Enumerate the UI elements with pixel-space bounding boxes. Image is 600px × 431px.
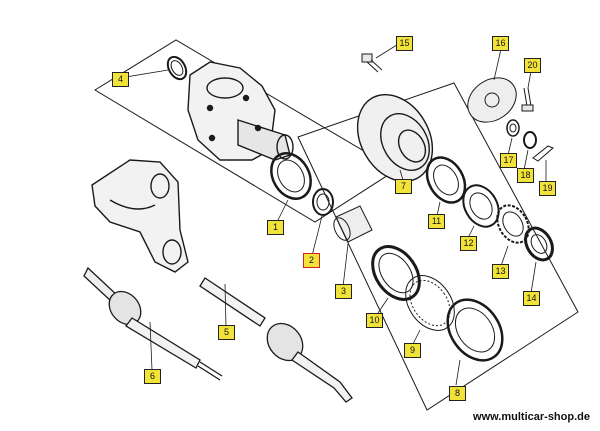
callout-8[interactable]: 8	[449, 386, 466, 401]
callout-18[interactable]: 18	[517, 168, 534, 183]
callout-3[interactable]: 3	[335, 284, 352, 299]
callout-10[interactable]: 10	[366, 313, 383, 328]
part-7-hub-flange	[356, 93, 434, 183]
callout-12[interactable]: 12	[460, 236, 477, 251]
part-15-bolt	[361, 53, 383, 73]
part-6-drive-shaft	[83, 266, 223, 381]
part-4-seal-ring	[166, 55, 188, 81]
callout-15[interactable]: 15	[396, 36, 413, 51]
callout-5[interactable]: 5	[218, 325, 235, 340]
part-17-small-washer	[506, 119, 520, 137]
upper-knuckle-housing	[187, 61, 294, 161]
part-16-drive-flange	[467, 77, 517, 123]
callout-17[interactable]: 17	[500, 153, 517, 168]
part-14-nut	[524, 226, 554, 262]
callout-2[interactable]: 2	[303, 253, 320, 268]
part-8-hub-ring	[446, 298, 504, 362]
website-footer: www.multicar-shop.de	[473, 411, 590, 423]
callout-9[interactable]: 9	[404, 343, 421, 358]
part-11-bearing-cup	[425, 156, 467, 204]
part-18-small-nut	[523, 131, 537, 149]
callout-13[interactable]: 13	[492, 264, 509, 279]
frame-right	[297, 82, 579, 411]
callout-16[interactable]: 16	[492, 36, 509, 51]
callout-7[interactable]: 7	[395, 179, 412, 194]
part-20-bolt	[521, 87, 534, 112]
part-3-bushing	[333, 205, 373, 243]
part-2-bearing	[312, 188, 334, 216]
part-5-drive-shaft	[199, 277, 353, 403]
part-1-race-ring	[270, 152, 312, 200]
callout-4[interactable]: 4	[112, 72, 129, 87]
callout-14[interactable]: 14	[523, 291, 540, 306]
callout-1[interactable]: 1	[267, 220, 284, 235]
callout-6[interactable]: 6	[144, 369, 161, 384]
part-10-large-seal	[371, 245, 421, 301]
part-19-cotter-pin	[532, 145, 554, 162]
part-12-washer	[462, 184, 500, 228]
callout-20[interactable]: 20	[524, 58, 541, 73]
callout-11[interactable]: 11	[428, 214, 445, 229]
callout-19[interactable]: 19	[539, 181, 556, 196]
lower-knuckle-housing	[91, 159, 189, 273]
